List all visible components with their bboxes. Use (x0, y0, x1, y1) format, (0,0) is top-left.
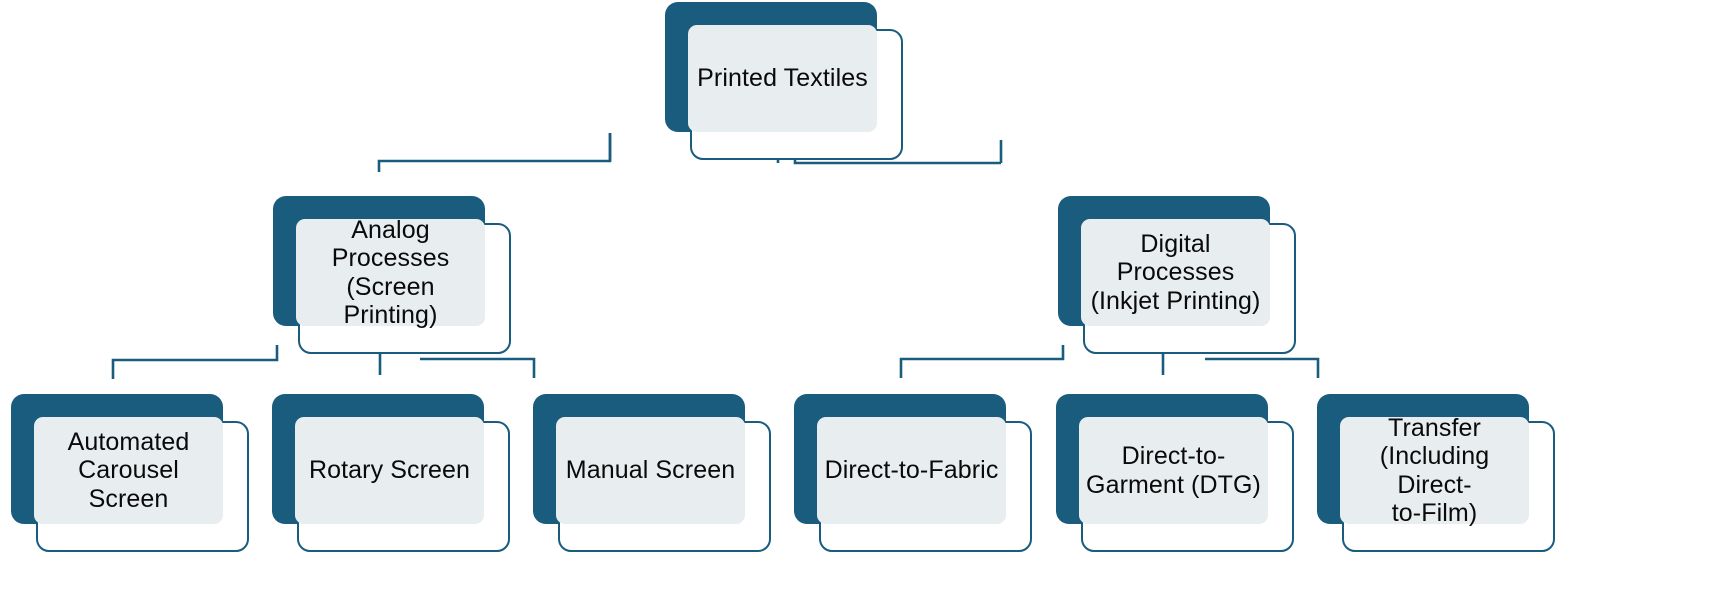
node-rotary-screen[interactable]: Rotary Screen (272, 394, 517, 556)
connector-analog-left (111, 345, 279, 379)
node-direct-to-garment[interactable]: Direct-to- Garment (DTG) (1056, 394, 1301, 556)
node-label: Direct-to- Garment (DTG) (1086, 442, 1261, 499)
node-label: Analog Processes (Screen Printing) (331, 215, 450, 330)
node-label: Automated Carousel Screen (67, 427, 190, 513)
connector-digital-left (899, 345, 1065, 378)
node-body: Transfer (Including Direct- to-Film) (1340, 414, 1529, 527)
node-transfer[interactable]: Transfer (Including Direct- to-Film) (1317, 394, 1562, 556)
node-digital-processes[interactable]: Digital Processes (Inkjet Printing) (1058, 196, 1303, 356)
node-label: Printed Textiles (697, 64, 868, 93)
node-body: Analog Processes (Screen Printing) (296, 216, 485, 329)
node-body: Manual Screen (556, 417, 745, 524)
connector-root-analog-left (377, 133, 612, 172)
node-body: Digital Processes (Inkjet Printing) (1081, 219, 1270, 326)
node-label: Manual Screen (565, 456, 736, 485)
node-printed-textiles[interactable]: Printed Textiles (665, 2, 905, 162)
node-label: Digital Processes (Inkjet Printing) (1090, 229, 1261, 315)
node-body: Direct-to- Garment (DTG) (1079, 417, 1268, 524)
node-manual-screen[interactable]: Manual Screen (533, 394, 778, 556)
node-direct-to-fabric[interactable]: Direct-to-Fabric (794, 394, 1039, 556)
node-body: Rotary Screen (295, 417, 484, 524)
node-automated-carousel-screen[interactable]: Automated Carousel Screen (11, 394, 256, 556)
node-body: Printed Textiles (688, 25, 877, 132)
node-label: Rotary Screen (308, 456, 471, 485)
node-label: Direct-to-Fabric (824, 456, 999, 485)
connector-digital-right (1205, 357, 1320, 378)
node-analog-processes[interactable]: Analog Processes (Screen Printing) (273, 196, 518, 356)
node-body: Direct-to-Fabric (817, 417, 1006, 524)
node-body: Automated Carousel Screen (34, 417, 223, 524)
connector-analog-right (420, 357, 536, 378)
node-label: Transfer (Including Direct- to-Film) (1379, 413, 1490, 528)
